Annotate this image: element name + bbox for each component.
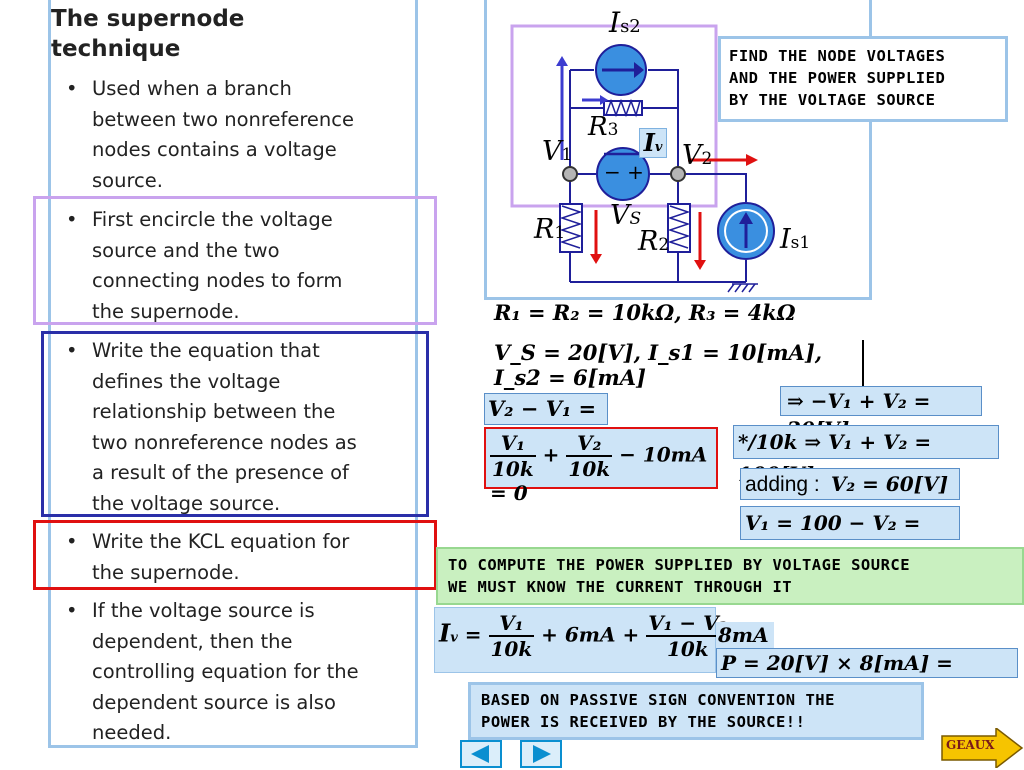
section-title: The supernode technique (51, 4, 244, 64)
label-iv: Iv (639, 128, 667, 158)
adding-row: adding : V₂ = 60[V] (740, 468, 960, 500)
kcl-num-2: V₂ (566, 431, 613, 457)
bullet-text: Used when a branch between two nonrefere… (92, 77, 355, 192)
bullet-item: • If the voltage source is dependent, th… (66, 596, 406, 749)
bullet-dot: • (66, 599, 78, 622)
iv-num-1: V₁ (488, 611, 535, 637)
next-arrow-icon (533, 745, 551, 763)
label-is1: Is1 (780, 224, 811, 255)
highlight-box-navy (41, 331, 429, 517)
circuit-params-line1: R₁ = R₂ = 10kΩ, R₃ = 4kΩ (494, 300, 796, 325)
bullet-dot: • (66, 77, 78, 100)
bullet-text: If the voltage source is dependent, then… (92, 599, 359, 744)
bullet-dot: • (66, 530, 78, 553)
iv-den-2: 10k (666, 637, 709, 661)
bullet-item: • Write the KCL equation for the superno… (66, 527, 406, 588)
resistor-r1 (559, 203, 583, 253)
circuit-diagram (510, 24, 775, 293)
highlight-box-purple (33, 196, 437, 325)
bullet-item: • Used when a branch between two nonrefe… (66, 74, 406, 196)
iv-result: 8mA (716, 622, 774, 648)
kcl-den-2: 10k (568, 457, 611, 481)
circuit-panel (484, 0, 872, 300)
label-r2: R2 (638, 226, 670, 257)
v2-result: V₂ = 60[V] (830, 472, 949, 496)
geaux-label: GEAUX (946, 738, 995, 752)
title-line-1: The supernode (51, 6, 245, 32)
node-v2 (670, 166, 686, 182)
constraint-equation: V₂ − V₁ = 20 (484, 393, 608, 451)
highlight-box-red (33, 520, 437, 590)
bullet-dot: • (66, 339, 78, 362)
bullet-text: Write the equation that defines the volt… (92, 339, 357, 515)
kcl-rest: − 10mA = 0 (490, 442, 708, 506)
implied-equation: ⇒ −V₁ + V₂ = 20[V] (780, 386, 982, 441)
label-r3: R3 (588, 112, 619, 142)
kcl-den-1: 10k (492, 457, 534, 481)
resistor-r2 (667, 203, 691, 253)
explanation-panel: The supernode technique • Used when a br… (48, 0, 418, 748)
iv-middle-term: + 6mA + (541, 622, 640, 647)
iv-den-1: 10k (490, 637, 533, 661)
vs-polarity: − + (604, 160, 644, 184)
label-r1: R1 (534, 214, 566, 245)
task-box: FIND THE NODE VOLTAGES AND THE POWER SUP… (718, 36, 1008, 122)
iv-num-2: V₁ − V₂ (646, 611, 730, 637)
label-is2: Is2 (609, 6, 641, 39)
node-v1 (562, 166, 578, 182)
bullet-item: • Write the equation that defines the vo… (66, 336, 406, 519)
previous-button[interactable] (460, 740, 502, 768)
adding-label: adding : (745, 473, 820, 496)
label-v1: V1 (542, 136, 573, 167)
v1-result: V₁ = 100 − V₂ = 40[V] (740, 506, 960, 567)
geaux-arrow-icon (941, 728, 1024, 768)
ground-symbol (727, 283, 758, 293)
iv-symbol: I (439, 618, 451, 648)
label-vs: VS (610, 200, 642, 231)
bullet-item: • First encircle the voltage source and … (66, 205, 406, 327)
circuit-params-line2: V_S = 20[V], I_s1 = 10[mA], I_s2 = 6[mA] (494, 340, 864, 390)
equals: = (464, 622, 482, 647)
kcl-num-1: V₁ (490, 431, 536, 457)
geaux-button[interactable]: GEAUX (940, 728, 1024, 768)
label-v2: V2 (682, 140, 713, 171)
scaled-equation: */10k ⇒ V₁ + V₂ = 100[V] (733, 425, 999, 486)
prev-arrow-icon (471, 745, 489, 763)
bullet-text: First encircle the voltage source and th… (92, 208, 343, 323)
sign-convention-note: BASED ON PASSIVE SIGN CONVENTION THE POW… (468, 682, 924, 740)
kcl-plus: + (542, 442, 560, 467)
title-line-2: technique (51, 36, 181, 62)
bullet-text: Write the KCL equation for the supernode… (92, 530, 350, 584)
voltage-source-vs (596, 147, 650, 201)
iv-sub: v (450, 630, 458, 646)
bullet-dot: • (66, 208, 78, 231)
power-equation: P = 20[V] × 8[mA] = 160mW (716, 648, 1018, 703)
supernode-outline (510, 24, 718, 208)
compute-note: TO COMPUTE THE POWER SUPPLIED BY VOLTAGE… (436, 547, 1024, 605)
next-button[interactable] (520, 740, 562, 768)
